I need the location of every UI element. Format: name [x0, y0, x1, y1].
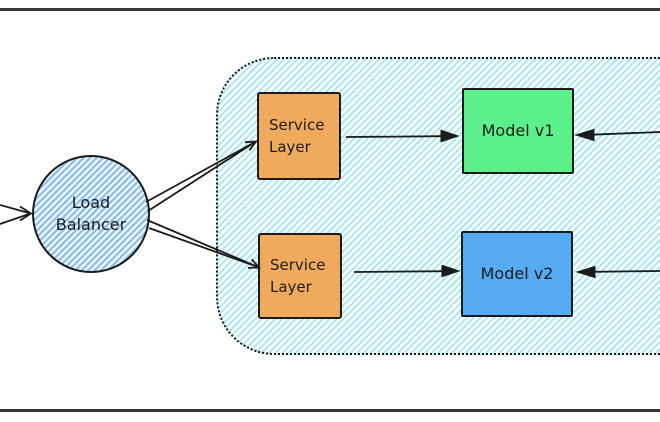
- node-model-v2: Model v2: [461, 231, 573, 317]
- load-balancer-label-line2: Balancer: [55, 215, 127, 234]
- service-layer-top-label-line2: Layer: [269, 138, 311, 156]
- load-balancer-label-line1: Load: [71, 193, 111, 212]
- service-layer-bottom-label-line2: Layer: [270, 278, 312, 296]
- frame-bottom-line: [0, 409, 660, 412]
- node-model-v1: Model v1: [462, 88, 574, 174]
- frame-top-line: [0, 8, 660, 11]
- service-layer-bottom-label-line1: Service: [270, 256, 326, 274]
- model-v2-label: Model v2: [480, 264, 554, 283]
- arrow-incoming-to-load-balancer: [0, 204, 33, 225]
- node-service-layer-bottom: Service Layer: [258, 233, 342, 319]
- node-service-layer-top: Service Layer: [257, 92, 341, 180]
- node-load-balancer: Load Balancer: [32, 155, 150, 273]
- model-v1-label: Model v1: [481, 121, 555, 140]
- service-layer-top-label-line1: Service: [269, 116, 325, 134]
